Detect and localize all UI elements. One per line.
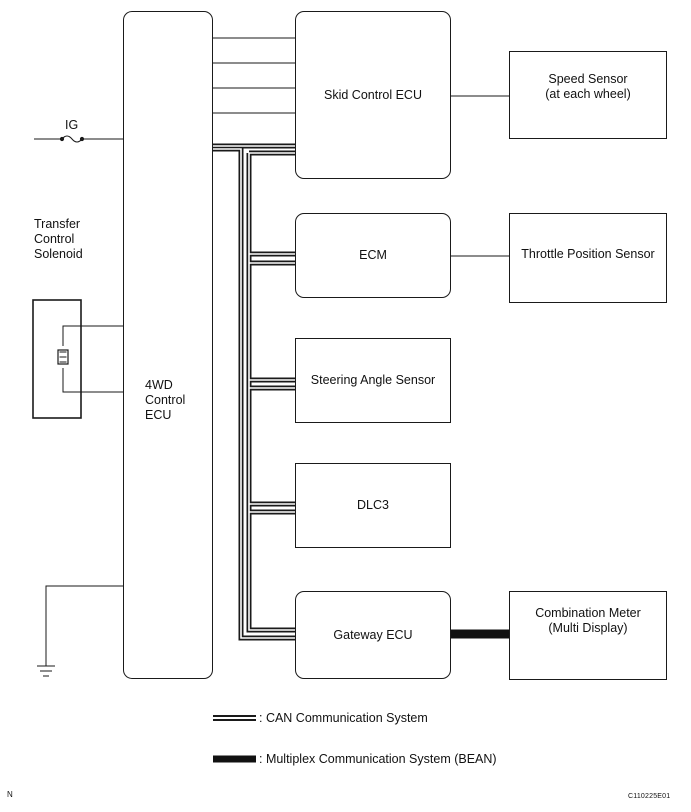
dlc3-box bbox=[295, 463, 451, 548]
steering-angle-sensor-label: Steering Angle Sensor bbox=[310, 373, 436, 387]
speed-sensor-label: Speed Sensor (at each wheel) bbox=[545, 72, 631, 101]
throttle-position-sensor-label: Throttle Position Sensor bbox=[521, 246, 655, 261]
ecm-box bbox=[295, 213, 451, 298]
skid-control-ecu-box bbox=[295, 11, 451, 179]
ig-line bbox=[34, 135, 123, 143]
throttle-position-sensor-box bbox=[509, 213, 667, 303]
4wd-control-ecu-box bbox=[123, 11, 213, 679]
transfer-control-solenoid-label: Transfer Control Solenoid bbox=[34, 217, 83, 261]
combination-meter-box bbox=[509, 591, 667, 680]
dlc3-label: DLC3 bbox=[357, 498, 389, 512]
speed-sensor-box bbox=[509, 51, 667, 139]
legend-can-label: : CAN Communication System bbox=[259, 711, 428, 725]
steering-angle-sensor-box bbox=[295, 338, 451, 423]
legend-bean-label: : Multiplex Communication System (BEAN) bbox=[259, 752, 497, 766]
ground-symbol bbox=[37, 585, 123, 677]
skid-control-ecu-label: Skid Control ECU bbox=[324, 87, 422, 102]
ecm-label: ECM bbox=[359, 248, 387, 262]
skid-ecu-signal-lines bbox=[212, 37, 295, 114]
gateway-ecu-box bbox=[295, 591, 451, 679]
solenoid-circuit bbox=[32, 299, 123, 419]
combination-meter-label: Combination Meter (Multi Display) bbox=[535, 606, 641, 635]
4wd-control-ecu-label: 4WD Control ECU bbox=[145, 378, 186, 422]
corner-mark: N bbox=[7, 790, 13, 799]
gateway-ecu-label: Gateway ECU bbox=[333, 627, 413, 642]
ig-label: IG bbox=[65, 118, 79, 132]
can-bus bbox=[212, 143, 295, 641]
figure-id: C110225E01 bbox=[628, 793, 671, 800]
